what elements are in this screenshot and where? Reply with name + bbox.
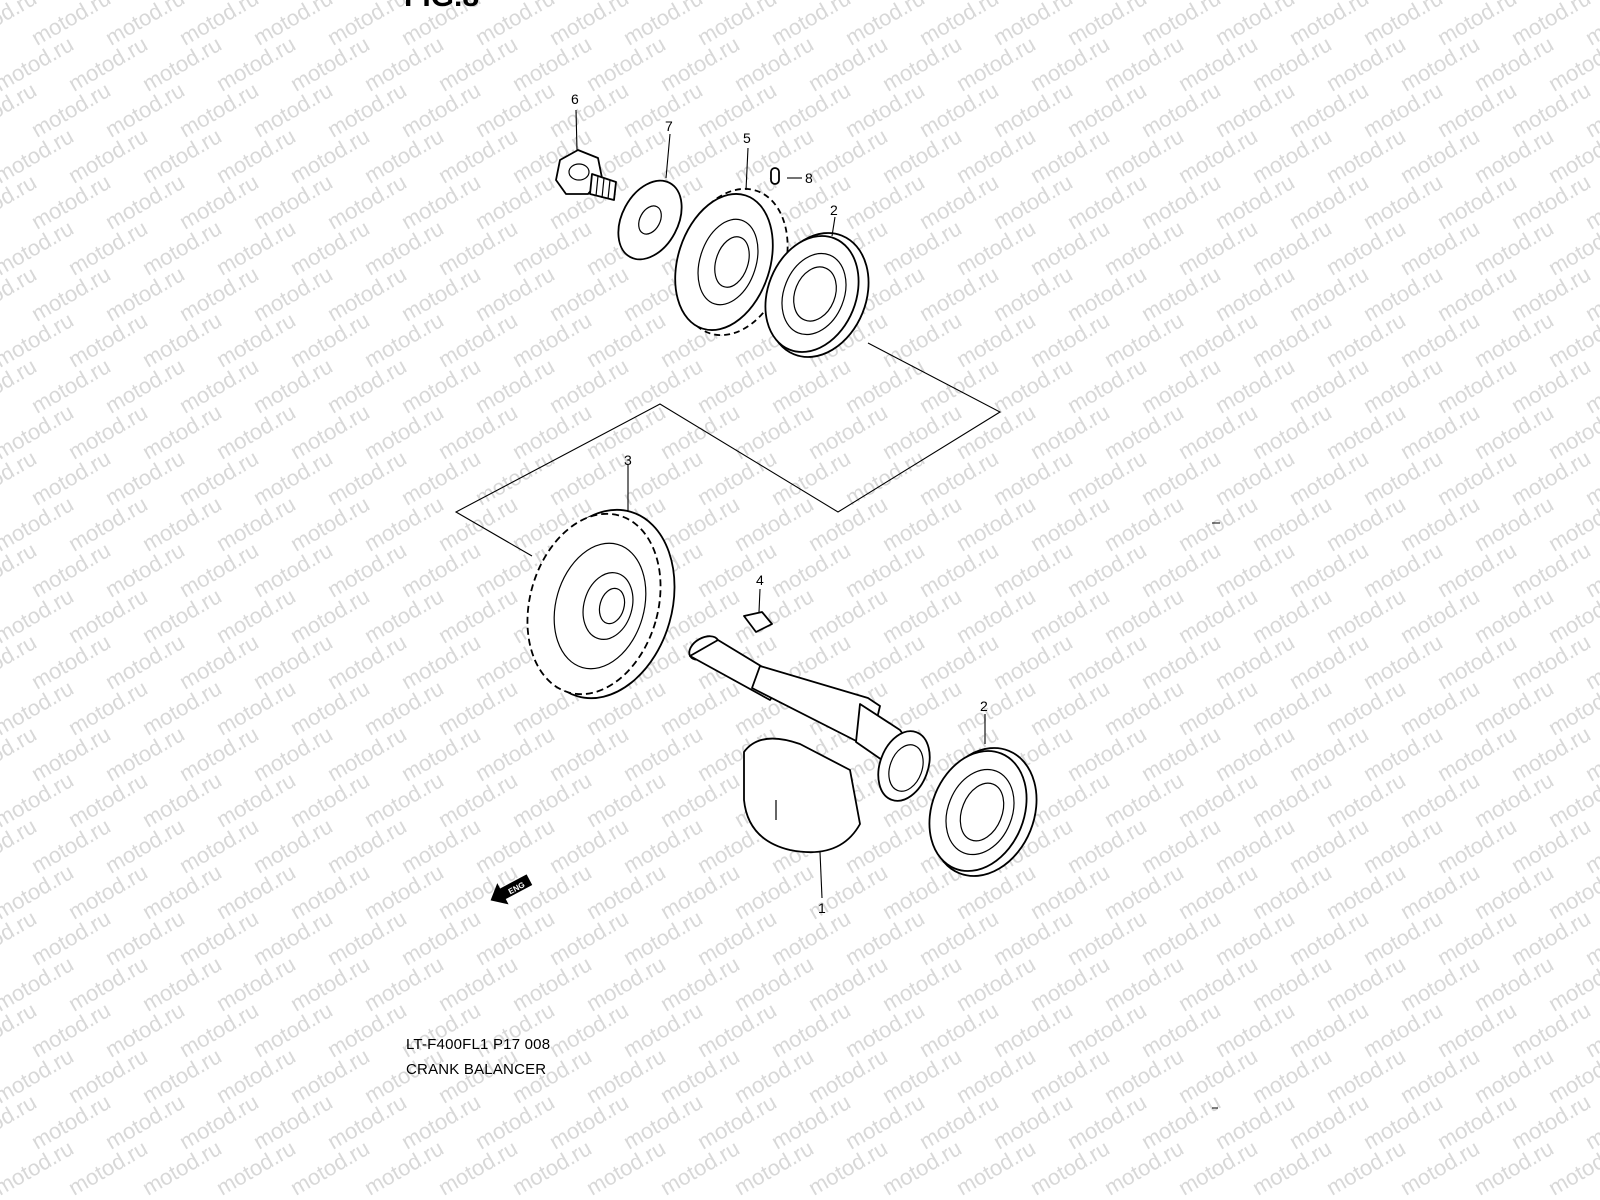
callout-5: 5 bbox=[743, 130, 751, 146]
callout-2-lower: 2 bbox=[980, 698, 988, 714]
callout-3: 3 bbox=[624, 452, 632, 468]
bearing-lower-part bbox=[928, 747, 1038, 877]
callout-2-upper: 2 bbox=[830, 202, 838, 218]
balancer-drive-gear-part bbox=[674, 187, 789, 337]
pin-part bbox=[770, 167, 780, 185]
figure-name-caption: CRANK BALANCER bbox=[406, 1061, 547, 1078]
callout-6: 6 bbox=[571, 91, 579, 107]
callout-1: 1 bbox=[818, 900, 826, 916]
leader-lines bbox=[575, 109, 986, 899]
bearing-upper-part bbox=[764, 232, 870, 358]
assembly-frame-lines bbox=[454, 342, 1002, 557]
balancer-driven-gear-part bbox=[526, 508, 676, 700]
figure-code-caption: LT-F400FL1 P17 008 bbox=[406, 1036, 551, 1053]
key-part bbox=[743, 611, 773, 633]
flange-bolt-part bbox=[555, 149, 617, 201]
callout-4: 4 bbox=[756, 572, 764, 588]
washer-part bbox=[617, 179, 683, 261]
balancer-shaft-part bbox=[688, 635, 931, 854]
callout-labels: 6 7 5 8 2 3 4 2 1 bbox=[571, 91, 988, 916]
figure-title: FIG.8 bbox=[404, 0, 479, 13]
callout-8: 8 bbox=[805, 170, 813, 186]
callout-7: 7 bbox=[665, 118, 673, 134]
